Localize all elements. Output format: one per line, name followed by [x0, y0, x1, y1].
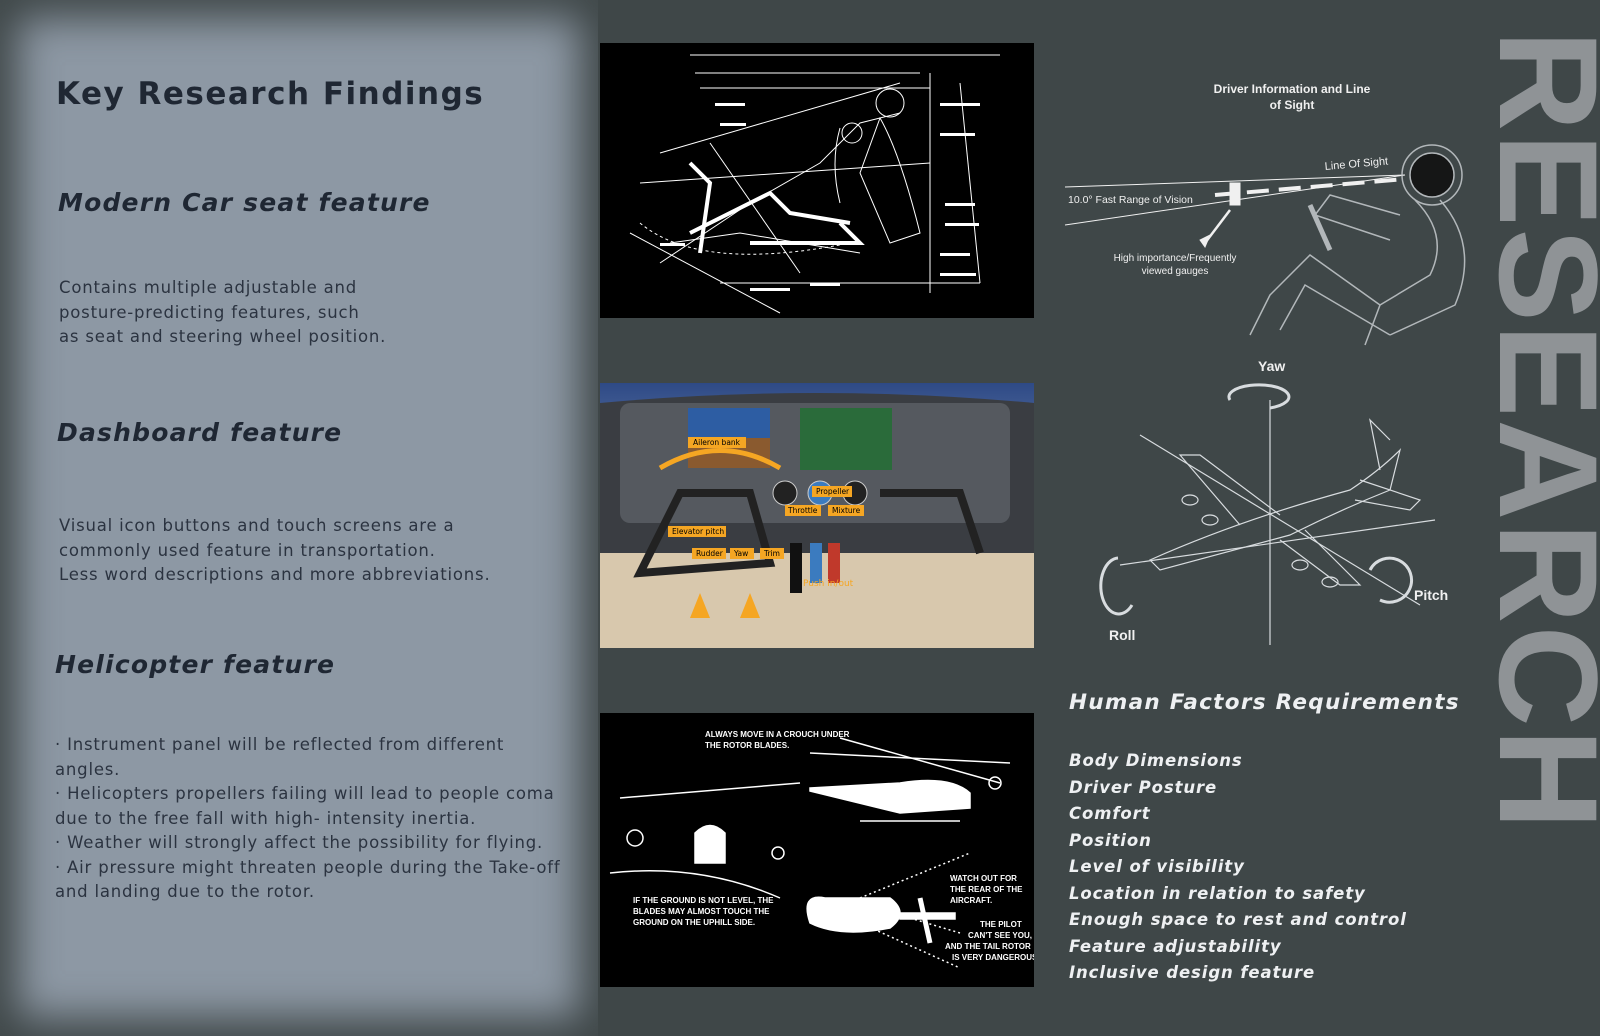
label-elevator-pitch: Elevator pitch	[672, 527, 724, 536]
research-side-title: RESEARCH	[1498, 30, 1598, 1010]
helicopter-bullets: · Instrument panel will be reflected fro…	[55, 733, 565, 905]
label-trim: Trim	[763, 549, 780, 558]
human-factors-list: Body Dimensions Driver Posture Comfort P…	[1069, 751, 1407, 990]
label-mixture: Mixture	[832, 506, 861, 515]
sightline-title-1: Driver Information and Line	[1214, 82, 1371, 96]
car-seat-text: Contains multiple adjustable and posture…	[59, 278, 387, 346]
helicopter-bullet: · Air pressure might threaten people dur…	[55, 857, 561, 902]
label-yaw: Yaw	[733, 549, 748, 558]
human-factors-item: Level of visibility	[1069, 857, 1245, 876]
human-factors-title: Human Factors Requirements	[1069, 690, 1460, 715]
human-factors-item: Inclusive design feature	[1069, 963, 1316, 982]
heli-note-pilot: THE PILOT CAN'T SEE YOU, AND THE TAIL RO…	[945, 920, 1034, 962]
label-push-in-out: Push in/out	[803, 579, 854, 589]
human-factors-item: Driver Posture	[1069, 777, 1218, 797]
human-factors-item: Comfort	[1069, 804, 1151, 823]
heli-note-left: IF THE GROUND IS NOT LEVEL, THE BLADES M…	[633, 896, 776, 927]
heli-note-rear: WATCH OUT FOR THE REAR OF THE AIRCRAFT.	[950, 874, 1025, 905]
heli-note-top: ALWAYS MOVE IN A CROUCH UNDER THE ROTOR …	[705, 730, 852, 750]
human-factors-item: Location in relation to safety	[1069, 883, 1366, 903]
gauges-label-1: High importance/Frequently	[1114, 253, 1237, 264]
human-factors-item: Body Dimensions	[1069, 751, 1243, 770]
helicopter-safety-drawing: ALWAYS MOVE IN A CROUCH UNDER THE ROTOR …	[609, 730, 1034, 969]
label-propeller: Propeller	[816, 487, 850, 496]
cockpit-dashboard-image: Aileron bank Propeller Throttle Mixture …	[600, 383, 1034, 648]
vision-range-label: 10.0° Fast Range of Vision	[1068, 194, 1193, 206]
human-factors-item: Enough space to rest and control	[1069, 910, 1407, 929]
car-seat-blueprint-drawing	[629, 54, 1000, 314]
page-title: Key Research Findings	[56, 76, 485, 112]
line-of-sight-diagram: Driver Information and Line of Sight Lin…	[1060, 75, 1480, 365]
gauges-label-2: viewed gauges	[1142, 266, 1209, 277]
roll-label: Roll	[1109, 627, 1135, 643]
findings-panel: Key Research Findings Modern Car seat fe…	[0, 0, 598, 1036]
label-rudder: Rudder	[696, 549, 724, 558]
car-seat-heading: Modern Car seat feature	[58, 188, 431, 217]
helicopter-bullet: · Instrument panel will be reflected fro…	[55, 735, 505, 779]
pitch-label: Pitch	[1414, 587, 1448, 603]
line-of-sight-label: Line Of Sight	[1324, 155, 1388, 172]
cockpit-dashboard-drawing: Aileron bank Propeller Throttle Mixture …	[600, 383, 1034, 648]
sightline-title-2: of Sight	[1270, 98, 1315, 112]
helicopter-bullet: · Weather will strongly affect the possi…	[55, 833, 544, 852]
label-aileron-bank: Aileron bank	[693, 438, 741, 447]
helicopter-heading: Helicopter feature	[55, 650, 336, 679]
dashboard-text: Visual icon buttons and touch screens ar…	[59, 516, 491, 584]
human-factors-item: Feature adjustability	[1069, 936, 1282, 956]
human-factors-item: Position	[1069, 830, 1152, 850]
car-seat-blueprint-image	[600, 43, 1034, 318]
helicopter-bullet: · Helicopters propellers failing will le…	[55, 784, 555, 828]
research-side-text: RESEARCH	[1498, 30, 1598, 832]
helicopter-safety-image: ALWAYS MOVE IN A CROUCH UNDER THE ROTOR …	[600, 713, 1034, 987]
yaw-label: Yaw	[1258, 360, 1285, 374]
aircraft-axes-diagram: Yaw Pitch Roll	[1090, 360, 1480, 650]
dashboard-heading: Dashboard feature	[57, 418, 343, 447]
label-throttle: Throttle	[787, 506, 818, 515]
